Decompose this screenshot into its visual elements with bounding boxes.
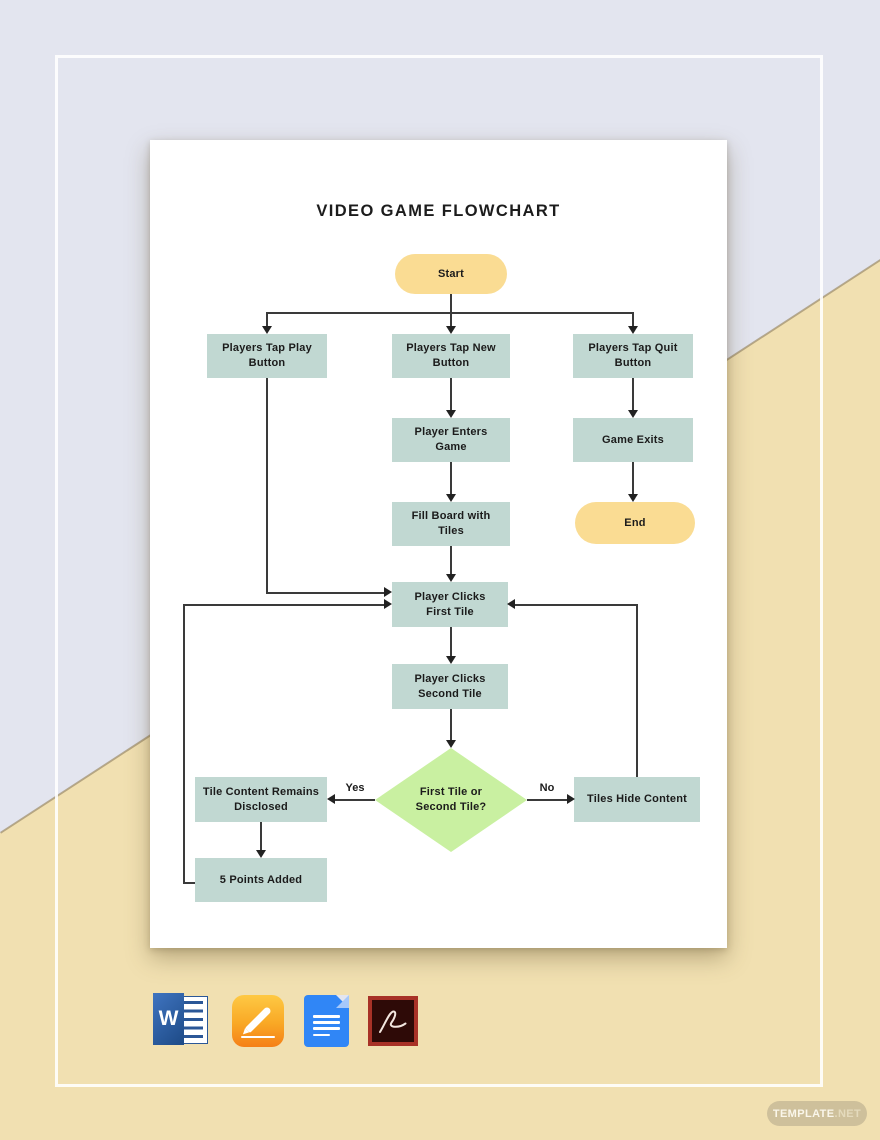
connector-line <box>450 294 452 327</box>
document-page: VIDEO GAME FLOWCHART Start Players Tap P… <box>150 140 727 948</box>
edge-label-no: No <box>539 782 555 794</box>
node-player-enters-game: Player Enters Game <box>392 418 510 462</box>
node-game-exits: Game Exits <box>573 418 693 462</box>
node-player-clicks-second: Player Clicks Second Tile <box>392 664 508 709</box>
arrowhead <box>628 410 638 418</box>
arrowhead <box>446 656 456 664</box>
arrowhead <box>384 599 392 609</box>
microsoft-word-icon[interactable]: W <box>153 993 208 1045</box>
node-players-tap-new-label: Players Tap New Button <box>406 342 496 369</box>
node-tile-content-disclosed: Tile Content Remains Disclosed <box>195 777 327 822</box>
watermark-secondary-text: .NET <box>834 1107 862 1120</box>
pen-glyph <box>245 1006 272 1033</box>
node-fill-board-label: Fill Board with Tiles <box>411 510 491 537</box>
arrowhead <box>628 494 638 502</box>
arrowhead <box>567 794 575 804</box>
connector-line <box>183 882 195 884</box>
decorative-frame-border <box>55 55 823 1087</box>
connector-line <box>450 462 452 496</box>
node-points-added: 5 Points Added <box>195 858 327 902</box>
connector-line <box>450 709 452 742</box>
edge-label-yes: Yes <box>345 782 365 794</box>
google-docs-icon[interactable] <box>304 995 349 1047</box>
node-players-tap-play-label: Players Tap Play Button <box>222 342 312 369</box>
connector-line <box>450 627 452 658</box>
node-decision-first-or-second: First Tile or Second Tile? <box>375 748 527 852</box>
connector-line <box>266 312 268 327</box>
connector-line <box>632 378 634 412</box>
node-decision-label: First Tile or Second Tile? <box>415 786 487 813</box>
connector-line <box>335 799 375 801</box>
node-player-clicks-first-label: Player Clicks First Tile <box>414 590 486 618</box>
arrowhead <box>256 850 266 858</box>
node-start: Start <box>395 254 507 294</box>
node-game-exits-label: Game Exits <box>602 433 664 446</box>
node-points-added-label: 5 Points Added <box>219 873 303 886</box>
node-players-tap-play: Players Tap Play Button <box>207 334 327 378</box>
node-end-label: End <box>624 516 646 529</box>
arrowhead <box>384 587 392 597</box>
node-player-enters-game-label: Player Enters Game <box>414 426 488 453</box>
connector-line <box>266 592 384 594</box>
connector-line <box>266 378 268 592</box>
connector-line <box>450 546 452 576</box>
adobe-acrobat-icon[interactable] <box>368 996 418 1046</box>
connector-line <box>450 378 452 412</box>
node-start-label: Start <box>437 267 465 280</box>
node-tiles-hide-content: Tiles Hide Content <box>574 777 700 822</box>
word-letter: W <box>158 1007 179 1030</box>
connector-line <box>632 312 634 327</box>
connector-line <box>183 604 384 606</box>
arrowhead <box>446 326 456 334</box>
connector-line <box>183 604 185 882</box>
apple-pages-icon[interactable] <box>232 995 284 1047</box>
arrowhead <box>446 740 456 748</box>
connector-line <box>636 604 638 777</box>
baseline-glyph <box>241 1035 275 1038</box>
docs-text-lines <box>313 1015 340 1040</box>
acrobat-swirl-glyph <box>379 1010 407 1033</box>
connector-line <box>632 462 634 496</box>
connector-line <box>267 312 633 314</box>
page-title: VIDEO GAME FLOWCHART <box>316 202 561 220</box>
connector-line <box>527 799 567 801</box>
word-letter-panel: W <box>153 993 184 1045</box>
arrowhead <box>446 574 456 582</box>
arrowhead <box>446 494 456 502</box>
folded-corner-shade <box>336 995 349 1008</box>
node-player-clicks-second-label: Player Clicks Second Tile <box>414 672 486 700</box>
arrowhead <box>446 410 456 418</box>
arrowhead <box>327 794 335 804</box>
template-net-watermark[interactable]: TEMPLATE.NET <box>767 1101 867 1126</box>
arrowhead <box>628 326 638 334</box>
connector-line <box>515 604 637 606</box>
node-tile-content-disclosed-label: Tile Content Remains Disclosed <box>202 785 320 813</box>
node-players-tap-quit: Players Tap Quit Button <box>573 334 693 378</box>
node-player-clicks-first: Player Clicks First Tile <box>392 582 508 627</box>
connector-line <box>260 822 262 851</box>
node-fill-board: Fill Board with Tiles <box>392 502 510 546</box>
node-players-tap-quit-label: Players Tap Quit Button <box>588 342 678 369</box>
node-players-tap-new: Players Tap New Button <box>392 334 510 378</box>
arrowhead <box>262 326 272 334</box>
arrowhead <box>507 599 515 609</box>
node-end: End <box>575 502 695 544</box>
node-tiles-hide-content-label: Tiles Hide Content <box>587 793 687 805</box>
watermark-primary-text: TEMPLATE <box>772 1107 835 1120</box>
